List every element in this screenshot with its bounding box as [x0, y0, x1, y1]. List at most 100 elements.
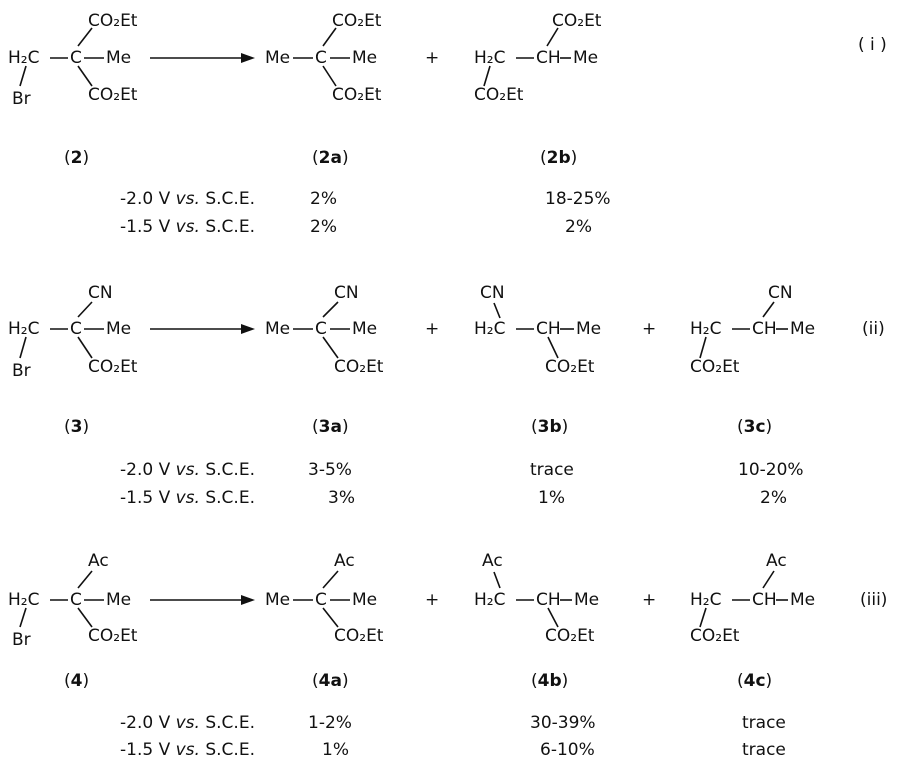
reaction-tag: (ii) [862, 319, 885, 339]
label-3: (3) [64, 417, 89, 437]
yield: 6-10% [540, 740, 595, 760]
potential-row: -1.5 V vs. S.C.E. [120, 217, 255, 237]
yield: 2% [565, 217, 592, 237]
reaction-tag: (iii) [860, 590, 887, 610]
atom-cn: CN [334, 283, 359, 303]
atom-ch: CH [536, 590, 561, 610]
atom-co2et: CO₂Et [690, 357, 740, 377]
label-4: (4) [64, 671, 89, 691]
atom-co2et: CO₂Et [334, 357, 384, 377]
atom-me: Me [265, 48, 290, 68]
label-2: (2) [64, 148, 89, 168]
atom-h2c: H₂C [690, 319, 721, 339]
atom-co2et: CO₂Et [474, 85, 524, 105]
reaction-iii: Ac H₂C C Me CO₂Et Br Ac Me C Me CO₂Et + [8, 551, 887, 760]
yield: 1% [538, 488, 565, 508]
product-3a: CN Me C Me CO₂Et [265, 283, 384, 377]
atom-me: Me [790, 319, 815, 339]
bond [493, 571, 501, 589]
reaction-tag: ( i ) [858, 35, 887, 55]
atom-h2c: H₂C [474, 319, 505, 339]
atom-me: Me [352, 319, 377, 339]
reactant-3: CN H₂C C Me CO₂Et Br [8, 283, 138, 381]
bond [762, 570, 775, 589]
atom-co2et: CO₂Et [88, 626, 138, 646]
atom-cn: CN [480, 283, 505, 303]
potential-row: -1.5 V vs. S.C.E. [120, 488, 255, 508]
arrow-head [241, 595, 255, 605]
atom-h2c: H₂C [690, 590, 721, 610]
bond [546, 27, 559, 47]
atom-h2c: H₂C [474, 48, 505, 68]
atom-co2et: CO₂Et [545, 626, 595, 646]
atom-ac: Ac [482, 551, 503, 571]
atom-ac: Ac [334, 551, 355, 571]
plus-sign: + [425, 590, 439, 610]
yield: 2% [310, 217, 337, 237]
yield: 3% [328, 488, 355, 508]
product-3c: CN H₂C CH Me CO₂Et [690, 283, 815, 377]
atom-h2c: H₂C [8, 319, 39, 339]
yield: trace [742, 713, 786, 733]
bond [77, 336, 93, 359]
plus-sign: + [642, 590, 656, 610]
atom-co2et: CO₂Et [332, 85, 382, 105]
bond [77, 607, 93, 628]
bond [322, 607, 339, 628]
bond [322, 65, 337, 87]
yield: trace [742, 740, 786, 760]
reactant-4: Ac H₂C C Me CO₂Et Br [8, 551, 138, 650]
bond [19, 65, 27, 87]
bond [77, 65, 93, 87]
atom-br: Br [12, 630, 31, 650]
product-3b: CN H₂C CH Me CO₂Et [474, 283, 601, 377]
yield: 2% [760, 488, 787, 508]
atom-co2et: CO₂Et [88, 357, 138, 377]
yield: 18-25% [545, 189, 611, 209]
yield: 2% [310, 189, 337, 209]
atom-me: Me [574, 590, 599, 610]
atom-me: Me [790, 590, 815, 610]
bond [322, 301, 339, 318]
bond [322, 336, 339, 359]
atom-me: Me [576, 319, 601, 339]
bond [699, 336, 707, 359]
atom-cn: CN [768, 283, 793, 303]
arrow-head [241, 324, 255, 334]
yield: 1-2% [308, 713, 352, 733]
plus-sign: + [425, 48, 439, 68]
atom-cn: CN [88, 283, 113, 303]
product-4a: Ac Me C Me CO₂Et [265, 551, 384, 646]
yield: 30-39% [530, 713, 596, 733]
potential-row: -2.0 V vs. S.C.E. [120, 460, 255, 480]
label-4b: (4b) [531, 671, 568, 691]
conditions-iii: -2.0 V vs. S.C.E. 1-2% 30-39% trace -1.5… [120, 713, 786, 760]
bond [322, 27, 337, 47]
atom-c: C [70, 319, 82, 339]
yield: 1% [322, 740, 349, 760]
yield: trace [530, 460, 574, 480]
plus-sign: + [642, 319, 656, 339]
atom-co2et: CO₂Et [88, 11, 138, 31]
label-2b: (2b) [540, 148, 577, 168]
label-3c: (3c) [737, 417, 772, 437]
potential-row: -2.0 V vs. S.C.E. [120, 189, 255, 209]
yield: 10-20% [738, 460, 804, 480]
atom-me: Me [106, 590, 131, 610]
atom-me: Me [265, 590, 290, 610]
bond [77, 570, 93, 589]
atom-ch: CH [536, 48, 561, 68]
atom-c: C [315, 319, 327, 339]
atom-h2c: H₂C [8, 48, 39, 68]
bond [19, 607, 27, 628]
atom-h2c: H₂C [8, 590, 39, 610]
product-4b: Ac H₂C CH Me CO₂Et [474, 551, 599, 646]
atom-me: Me [106, 48, 131, 68]
atom-me: Me [265, 319, 290, 339]
atom-c: C [315, 48, 327, 68]
atom-me: Me [106, 319, 131, 339]
bond [322, 570, 339, 589]
atom-br: Br [12, 361, 31, 381]
bond [547, 336, 559, 359]
potential-row: -2.0 V vs. S.C.E. [120, 713, 255, 733]
